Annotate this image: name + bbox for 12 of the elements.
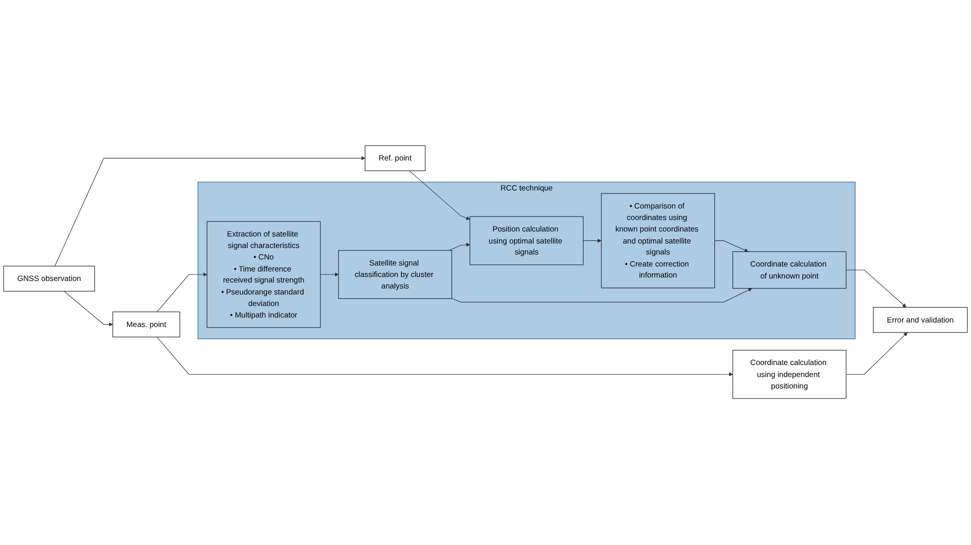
arrow — [449, 243, 470, 252]
arrow — [846, 270, 906, 308]
arrow — [846, 332, 908, 376]
arrow — [452, 288, 752, 303]
arrow — [320, 272, 339, 277]
arrow — [409, 170, 470, 220]
arrow — [156, 337, 733, 377]
arrow — [582, 239, 602, 244]
arrow — [714, 240, 748, 252]
arrow — [64, 291, 113, 327]
arrow — [156, 272, 208, 313]
arrow — [54, 156, 366, 267]
